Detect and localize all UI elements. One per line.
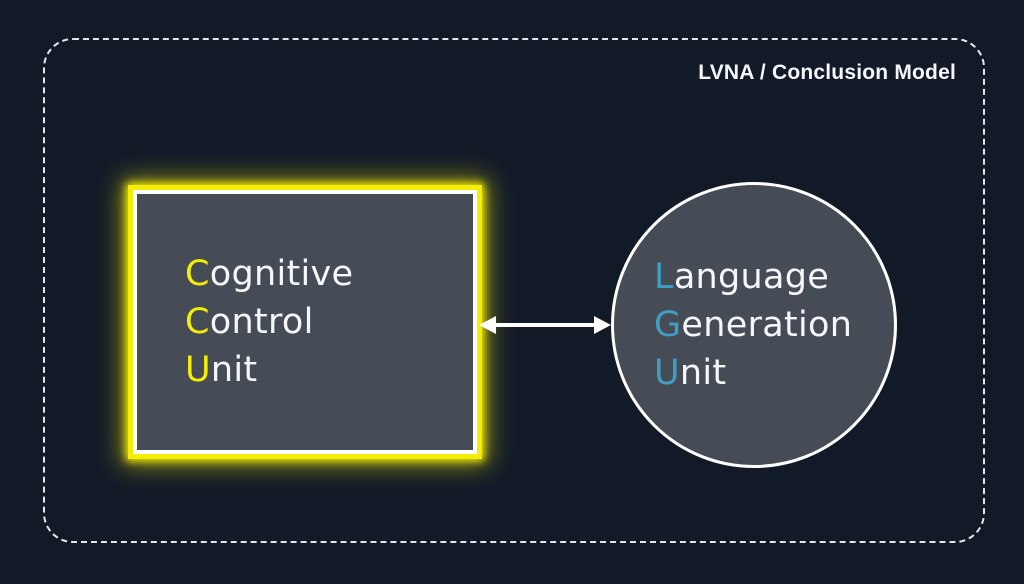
lgu-initial-1: L [654,257,674,297]
ccu-line-2: Control [185,298,353,346]
lgu-line-3: Unit [654,349,852,397]
double-arrow-icon [479,316,611,334]
lgu-rest-2: eneration [681,305,853,345]
cognitive-control-unit-box: Cognitive Control Unit [133,190,477,454]
ccu-rest-1: ognitive [209,254,354,294]
ccu-label: Cognitive Control Unit [137,250,353,394]
ccu-rest-2: ontrol [209,302,314,342]
ccu-initial-1: C [185,254,210,294]
ccu-initial-2: C [185,302,210,342]
lgu-line-2: Generation [654,301,852,349]
diagram-title: LVNA / Conclusion Model [698,61,956,84]
lgu-line-1: Language [654,253,852,301]
ccu-rest-3: nit [210,350,258,390]
lgu-rest-1: anguage [673,257,830,297]
lgu-label: Language Generation Unit [614,253,852,397]
lgu-initial-3: U [654,353,680,393]
ccu-line-1: Cognitive [185,250,353,298]
ccu-line-3: Unit [185,346,353,394]
dashed-frame-border [43,38,985,543]
language-generation-unit-circle: Language Generation Unit [611,182,897,468]
ccu-initial-3: U [185,350,211,390]
lgu-rest-3: nit [679,353,727,393]
lgu-initial-2: G [654,305,682,345]
